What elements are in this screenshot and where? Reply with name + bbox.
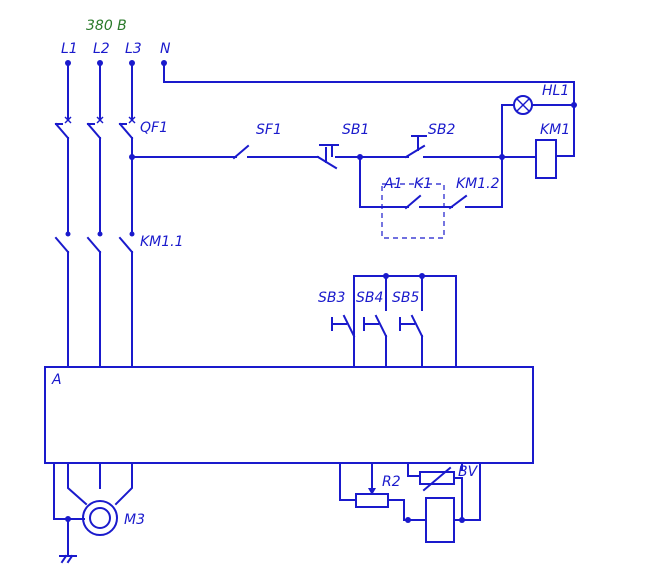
branch-wire-left [359,156,409,208]
hl1-lamp-cross [516,98,530,112]
qf1-breaker [54,122,134,140]
sb3-button [331,314,356,338]
bv-slash [422,466,452,492]
sb4-button [363,314,388,338]
r2-resistor [355,493,389,508]
k1-label: K1 [414,176,432,192]
bv-top-wire [407,462,421,477]
r2-wiper-arrow [368,488,376,495]
km1-coil [535,139,557,179]
sb3-label: SB3 [318,290,345,306]
k1-contact [404,194,422,210]
km1-1-dots [65,231,135,237]
line-label-n: N [160,41,171,57]
r2-left-wire [339,462,357,501]
km1-1-label: KM1.1 [140,234,184,250]
bv-label: BV [458,464,479,480]
sb5-label: SB5 [392,290,419,306]
sf1-switch [232,144,250,160]
km1-2-contact [448,194,468,210]
motor-m3-inner [89,507,111,529]
line-label-l1: L1 [61,41,78,57]
bv-body [425,497,455,543]
m3-label: M3 [124,512,145,528]
junction-hl1 [571,102,577,108]
line-label-l3: L3 [125,41,142,57]
junction-r2 [405,517,411,523]
r2-label: R2 [382,474,401,490]
line-label-l2: L2 [93,41,110,57]
bv-right-wire [453,477,463,521]
branch-wire-right [465,156,503,208]
sf1-label: SF1 [256,122,282,138]
motor-wires [53,462,133,520]
sb2-label: SB2 [428,122,455,138]
r2-right-wire [387,499,427,521]
sb2-button [404,135,427,159]
km1-2-label: KM1.2 [456,176,500,192]
sb4-label: SB4 [356,290,383,306]
ground-icon [59,554,77,564]
block-a-label: A [51,372,62,388]
sb5-button [399,314,424,338]
km1-1-contacts [54,236,134,254]
a1-k1-enclosure [381,183,445,239]
bv-return-wire [453,462,481,521]
qf1-label: QF1 [140,120,168,136]
supply-voltage-label: 380 В [86,18,127,34]
block-a [44,366,534,464]
sb-bus [353,275,457,368]
sb1-label: SB1 [342,122,369,138]
junction-sb4 [383,273,389,279]
neutral-wire [163,62,575,157]
a1-label: A1 [383,176,402,192]
hl1-wire [501,104,515,158]
hl1-label: HL1 [542,83,569,99]
motor-m3 [82,500,118,536]
km1-label: KM1 [540,122,570,138]
junction-sb5 [419,273,425,279]
qf1-markers [64,116,136,124]
sb1-button [316,144,339,170]
